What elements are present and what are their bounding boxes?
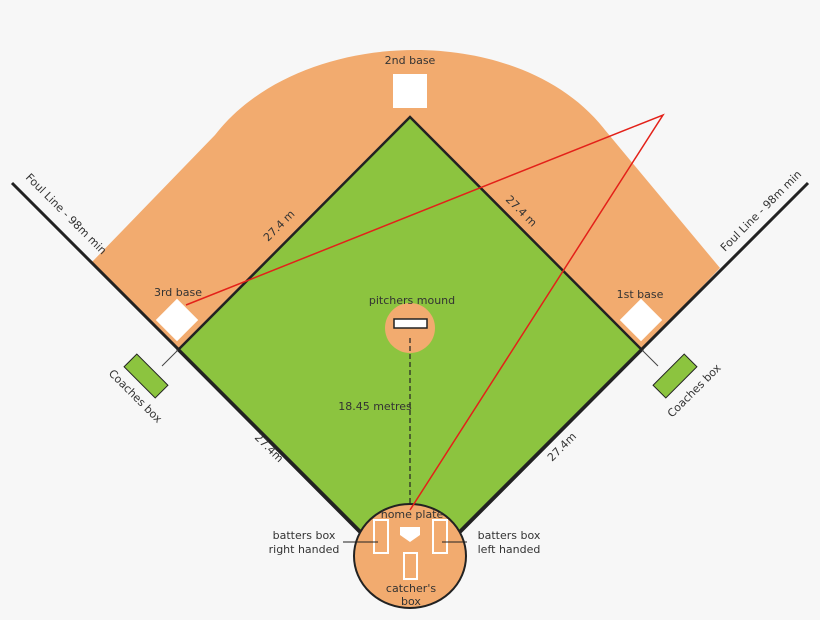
third-base [155, 298, 199, 342]
catchers-box [403, 552, 418, 580]
second-base-label: 2nd base [385, 54, 436, 67]
first-base-label: 1st base [617, 288, 664, 301]
home-plate-label: home plate [381, 508, 444, 521]
third-base-label: 3rd base [154, 286, 202, 299]
second-base [393, 74, 427, 108]
coaches-box-right [652, 353, 698, 399]
coaches-pointer-left [161, 349, 179, 367]
batters-box-left [432, 519, 448, 554]
batters-box-right [373, 519, 389, 554]
mound-distance-label: 18.45 metres [338, 400, 412, 413]
red-throw-lines [185, 113, 665, 511]
pitchers-rubber [393, 318, 428, 329]
catchers-box-label-2: box [401, 595, 421, 608]
home-plate-circle [353, 503, 467, 609]
batters-box-right-label-2: right handed [269, 543, 340, 556]
batters-box-left-label-2: left handed [478, 543, 541, 556]
foul-line-left [10, 181, 362, 533]
catchers-box-label: catcher's [386, 582, 436, 595]
home-plate [400, 527, 420, 542]
coaches-box-left [123, 353, 169, 399]
coaches-pointer-right [641, 349, 659, 367]
foul-line-right [458, 181, 810, 533]
pitchers-mound-label: pitchers mound [369, 294, 455, 307]
batters-box-left-label: batters box [478, 529, 541, 542]
batters-box-right-label: batters box [273, 529, 336, 542]
